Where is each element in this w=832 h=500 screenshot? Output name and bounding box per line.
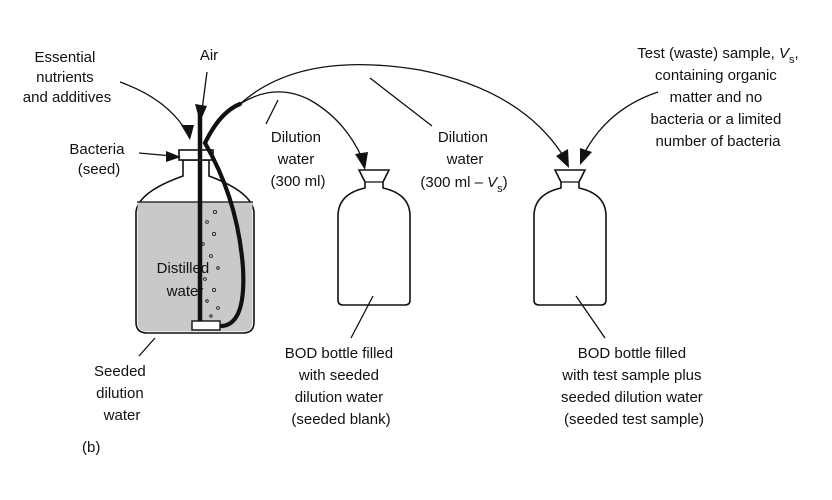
test-sample-label: containing organic matter and no bacteri…: [650, 67, 785, 150]
dilution-volume-label: (300 ml – Vs): [420, 174, 507, 195]
test-sample-label-line1: Test (waste) sample, Vs,: [637, 45, 798, 66]
bacteria-label: Bacteria (seed): [69, 141, 128, 178]
air-arrow-line: [201, 71, 208, 111]
dilution-arrowhead-blank: [355, 152, 368, 170]
air-arrowhead: [195, 104, 207, 122]
air-diffuser: [191, 320, 221, 331]
flow-arrows: [119, 63, 659, 170]
bacteria-arrowhead: [166, 151, 181, 162]
panel-label: (b): [82, 439, 100, 456]
nutrients-arrow-line: [119, 81, 186, 130]
test-sample-arrowhead: [580, 148, 592, 165]
bottle-blank-body: [337, 169, 411, 306]
bottle-test-body: [533, 169, 607, 306]
seeded-test-caption: BOD bottle filled with test sample plus …: [561, 345, 707, 428]
seeded-blank-caption: BOD bottle filled with seeded dilution w…: [285, 345, 398, 428]
nutrients-arrowhead: [181, 125, 194, 140]
distilled-water-label: Distilled water: [157, 260, 214, 300]
leader-lines: [138, 77, 606, 357]
seeded-dilution-water-label: Seeded dilution water: [94, 363, 150, 424]
seeded-dilution-carboy: [135, 101, 255, 334]
dilution-arrow-blank-line: [239, 91, 363, 159]
nutrients-label: Essential nutrients and additives: [23, 49, 111, 106]
carboy-water: [137, 202, 253, 332]
dilution-arrow-test-line: [239, 63, 563, 155]
dilution-arrowhead-test: [556, 149, 569, 168]
dilution-water-blank-label: Dilution water (300 ml): [270, 129, 325, 190]
bod-bottle-blank: [337, 169, 411, 306]
test-sample-arrow-line: [585, 91, 659, 151]
siphon-hose: [202, 101, 246, 329]
bod-bottle-test: [533, 169, 607, 306]
dilution-water-test-label: Dilution water: [438, 129, 492, 168]
air-label: Air: [200, 47, 218, 64]
